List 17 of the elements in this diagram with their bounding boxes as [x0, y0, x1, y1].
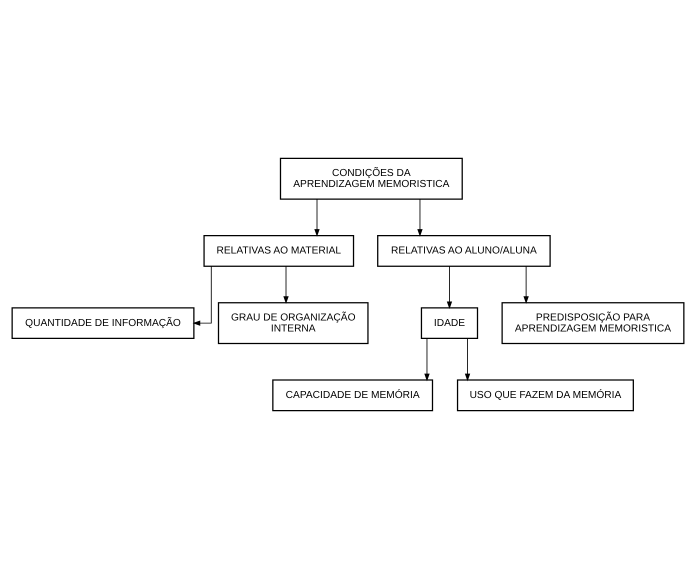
- node-box: CAPACIDADE DE MEMÓRIA: [272, 378, 434, 411]
- arrow: [417, 198, 423, 236]
- arrow: [192, 265, 212, 326]
- arrow: [523, 265, 529, 304]
- arrow: [446, 265, 452, 309]
- arrow: [314, 198, 320, 236]
- node-box: CONDIÇÕES DA APRENDIZAGEM MEMORISTICA: [280, 157, 463, 200]
- node-box: IDADE: [420, 306, 478, 339]
- node-box: RELATIVAS AO MATERIAL: [203, 234, 354, 266]
- node-box: GRAU DE ORGANIZAÇÃO INTERNA: [218, 302, 369, 344]
- arrow: [424, 338, 430, 381]
- arrow: [283, 265, 289, 304]
- node-box: PREDISPOSIÇÃO PARA APRENDIZAGEM MEMORISTICA: [501, 302, 684, 344]
- node-box: USO QUE FAZEM DA MEMÓRIA: [456, 378, 634, 411]
- arrow: [464, 338, 470, 381]
- node-box: RELATIVAS AO ALUNO/ALUNA: [377, 234, 551, 266]
- node-box: QUANTIDADE DE INFORMAÇÃO: [12, 306, 195, 339]
